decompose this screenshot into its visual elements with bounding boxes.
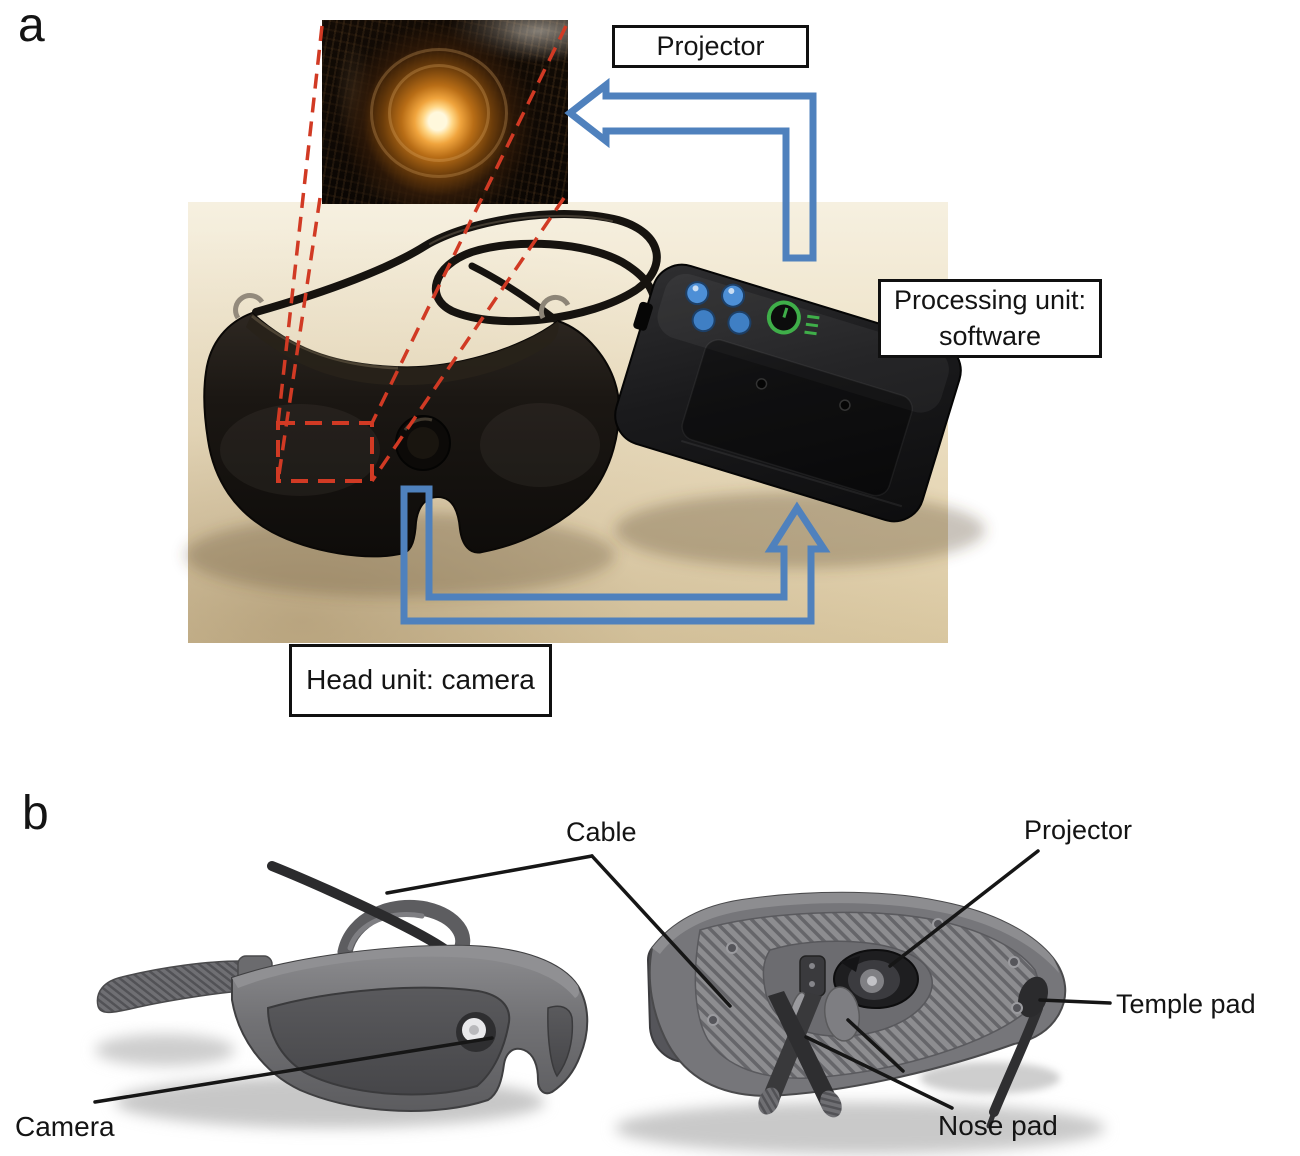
folded-arm-1 — [762, 992, 822, 1104]
leader-nose-pad-1 — [804, 1035, 954, 1110]
camera-knob-inner — [407, 427, 439, 459]
processing-unit-photo — [614, 263, 962, 523]
arrow-to-projector — [564, 77, 817, 262]
blue-button-3 — [691, 308, 716, 333]
unit-port — [633, 301, 653, 331]
unit-screw-2 — [839, 399, 851, 411]
left-glasses-small-lens — [547, 1005, 574, 1078]
illustration-left-glasses — [95, 861, 589, 1128]
strap-clip-right — [538, 294, 571, 320]
leader-cable-right — [590, 854, 732, 1008]
left-arm-shadow — [95, 1034, 235, 1066]
cable-label: Cable — [566, 817, 637, 847]
processing-unit-box-line1: Processing unit: — [893, 285, 1087, 316]
bracket-hole-2 — [809, 981, 815, 987]
temple-pad-label: Temple pad — [1116, 989, 1256, 1019]
right-arm-shadow — [920, 1062, 1060, 1094]
glasses-top-band — [246, 313, 559, 386]
button-glint-1 — [692, 285, 699, 292]
projector-lens-icon — [833, 949, 919, 1009]
leader-cable-left — [385, 854, 594, 895]
strap-clip-left — [233, 293, 265, 320]
processing-unit-box: Processing unit: software — [878, 279, 1102, 358]
ear-hook-highlight — [347, 912, 425, 951]
leader-projector — [888, 849, 1040, 968]
head-unit-box: Head unit: camera — [289, 644, 552, 717]
unit-top-face — [657, 273, 949, 413]
red-callout — [276, 25, 568, 483]
cable-photo — [252, 210, 661, 326]
power-indicator-3 — [804, 330, 817, 336]
camera-pupil — [469, 1025, 479, 1035]
right-glasses-shadow — [615, 1102, 1105, 1154]
bracket-hole-1 — [809, 963, 815, 969]
power-icon — [766, 300, 820, 336]
unit-seam — [681, 439, 903, 508]
leader-lines — [93, 849, 1112, 1110]
ear-hook — [337, 899, 471, 961]
callout-rect — [276, 421, 374, 483]
left-glasses-top-band — [232, 945, 579, 998]
band-highlight — [251, 314, 399, 370]
projector-notch — [840, 956, 860, 972]
cable-to-hinge — [468, 262, 560, 324]
lens-sheen-right — [480, 403, 600, 487]
head-unit-box-text: Head unit: camera — [306, 664, 535, 696]
projector-closeup-photo — [322, 20, 568, 204]
panel-a-label: a — [18, 0, 45, 52]
leader-temple-pad — [1038, 998, 1112, 1005]
device-photo — [185, 202, 985, 643]
screw-3 — [1011, 1002, 1023, 1014]
processing-unit-box-line2: software — [938, 320, 1042, 351]
screw-4 — [707, 1014, 719, 1026]
unit-battery-door — [681, 339, 913, 497]
callout-line-top-left — [276, 25, 324, 424]
right-temple-tip — [986, 1109, 997, 1129]
right-temple-arm — [989, 1003, 1043, 1117]
blue-button-4 — [727, 310, 752, 335]
nose-pad-label: Nose pad — [938, 1110, 1058, 1141]
power-indicator-1 — [807, 314, 820, 320]
power-line — [782, 307, 789, 318]
arm-tip-1 — [758, 1087, 780, 1115]
unit-screw-1 — [755, 378, 768, 390]
projector-lens-ring-inner — [388, 64, 490, 162]
blue-button-2 — [721, 283, 746, 308]
camera-label: Camera — [15, 1111, 115, 1142]
projector-box: Projector — [612, 25, 809, 68]
cable-illustration — [267, 861, 455, 958]
screw-2 — [1008, 956, 1020, 968]
projector-label-b: Projector — [1024, 815, 1133, 845]
callout-line-top-right — [370, 25, 568, 424]
nose-pad-right — [824, 986, 860, 1042]
blue-button-1 — [685, 281, 710, 306]
leader-camera — [93, 1036, 494, 1104]
projector-box-text: Projector — [656, 30, 765, 61]
panel-b-label: b — [22, 787, 49, 840]
projector-center — [867, 976, 877, 986]
button-glint-2 — [728, 287, 735, 294]
folded-arm-2 — [768, 991, 838, 1108]
arrow-camera-to-unit — [400, 485, 831, 625]
cable-sheen — [429, 214, 613, 245]
callout-line-bottom-right — [370, 197, 566, 482]
projector-lens-ring-outer — [370, 48, 508, 178]
callout-line-bottom-left — [276, 197, 322, 482]
screw-dots — [707, 918, 1023, 1026]
cable-loop — [252, 210, 661, 326]
temple-pad-shape — [1018, 976, 1048, 1018]
illustration-right-glasses — [615, 891, 1105, 1154]
unit-buttons — [685, 281, 752, 335]
left-glasses-lens — [266, 986, 511, 1096]
screw-5 — [726, 942, 738, 954]
blue-arrows — [400, 77, 831, 625]
power-indicator-2 — [805, 322, 819, 328]
leader-nose-pad-2 — [846, 1018, 905, 1073]
arm-tip-2 — [820, 1090, 842, 1118]
lens-sheen-left — [220, 404, 380, 496]
